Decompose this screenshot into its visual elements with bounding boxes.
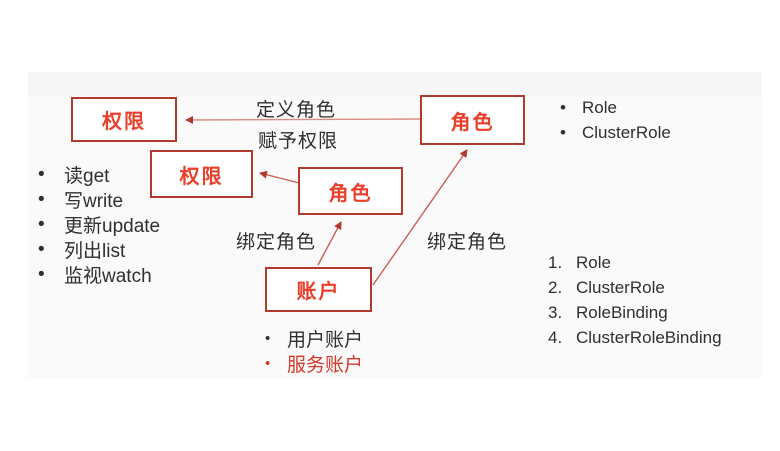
bullet-icon: • (38, 163, 45, 185)
list-item: • 服务账户 (265, 351, 363, 376)
box-role-small: 角色 (298, 167, 403, 215)
slide-background-band (28, 72, 762, 96)
bullet-icon: • (38, 213, 45, 235)
bullet-icon: • (560, 97, 566, 117)
edge-account-to-rolesmall (317, 221, 342, 266)
rbac-object-label: ClusterRole (576, 277, 665, 297)
list-number: 1. (548, 252, 563, 272)
list-item: 3. RoleBinding (548, 300, 722, 325)
bullet-icon: • (38, 188, 45, 210)
list-number: 4. (548, 327, 563, 347)
label-define-role: 定义角色 (256, 100, 337, 121)
box-account: 账户 (265, 267, 372, 312)
edge-rolesmall-to-permission (259, 170, 300, 184)
list-item: 1. Role (548, 250, 722, 275)
box-account-label: 账户 (296, 281, 341, 303)
box-role-small-label: 角色 (328, 182, 373, 205)
box-role-top: 角色 (420, 95, 525, 145)
rbac-object-label: Role (576, 252, 611, 272)
label-grant-permission: 赋予权限 (258, 131, 339, 152)
role-kind-label: ClusterRole (582, 122, 671, 142)
bullet-icon: • (265, 355, 271, 372)
label-bind-role-right: 绑定角色 (427, 232, 508, 253)
rbac-object-list: 1. Role 2. ClusterRole 3. RoleBinding 4. Clu… (548, 250, 722, 350)
role-kind-list: • Role • ClusterRole (560, 95, 671, 145)
list-item: • 更新update (38, 212, 161, 238)
account-type-list: • 用户账户 • 服务账户 (265, 326, 363, 376)
rbac-object-label: ClusterRoleBinding (576, 327, 722, 347)
account-type-label: 用户账户 (287, 330, 364, 351)
list-item: • 用户账户 (265, 326, 363, 351)
verb-label: 更新update (64, 216, 161, 237)
box-permission-mid-label: 权限 (179, 165, 224, 188)
verb-label: 读get (64, 166, 110, 187)
bullet-icon: • (265, 330, 271, 347)
account-type-label: 服务账户 (287, 355, 364, 376)
verb-list: • 读get • 写write • 更新update • 列出list • 监视watch (38, 162, 161, 288)
list-number: 2. (548, 277, 563, 297)
box-permission-mid: 权限 (150, 150, 253, 198)
list-number: 3. (548, 302, 563, 322)
list-item: • Role (560, 95, 671, 120)
bullet-icon: • (560, 122, 566, 142)
list-item: • 监视watch (38, 262, 160, 288)
bullet-icon: • (38, 238, 45, 260)
list-item: 2. ClusterRole (548, 275, 722, 300)
list-item: • 写write (38, 187, 160, 213)
list-item: • ClusterRole (560, 120, 671, 145)
edge-role-defines-permission (185, 115, 421, 124)
bullet-icon: • (38, 263, 45, 285)
list-item: • 读get (38, 162, 160, 188)
list-item: 4. ClusterRoleBinding (548, 325, 722, 350)
rbac-object-label: RoleBinding (576, 302, 668, 322)
verb-label: 列出list (64, 241, 126, 262)
box-permission-top-label: 权限 (102, 111, 146, 133)
edge-account-to-roletop (372, 149, 468, 286)
box-role-top-label: 角色 (450, 111, 495, 134)
label-bind-role-left: 绑定角色 (236, 232, 317, 253)
list-item: • 列出list (38, 237, 160, 263)
role-kind-label: Role (582, 97, 617, 117)
verb-label: 写write (64, 191, 124, 212)
verb-label: 监视watch (64, 266, 152, 287)
box-permission-top: 权限 (71, 97, 177, 142)
